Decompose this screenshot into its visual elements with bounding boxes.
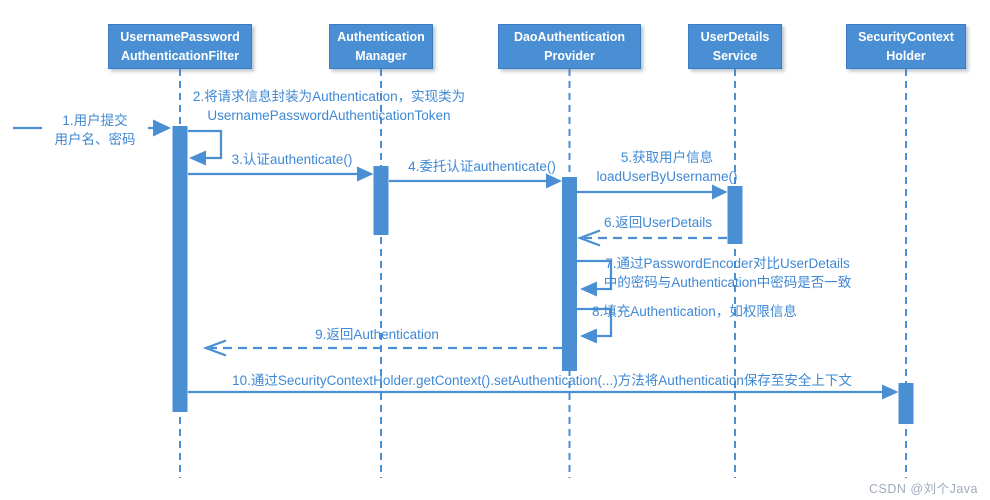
message-8-label: 8.填充Authentication，如权限信息 <box>592 304 797 319</box>
message-8-arrowhead-icon <box>580 328 597 344</box>
message-3-arrowhead-icon <box>357 166 374 182</box>
activation-bar-authentication-manager <box>373 166 389 235</box>
message-8-self-loop <box>577 307 613 338</box>
activation-bar-authentication-filter <box>172 126 188 412</box>
message-2-label: 2.将请求信息封装为Authentication，实现类为 UsernamePa… <box>192 89 466 123</box>
message-7-label: 7.通过PasswordEncoder对比UserDetails 中的密码与Au… <box>603 256 852 290</box>
activation-bar-userdetails-service <box>727 186 743 244</box>
message-7-self-loop <box>577 259 613 291</box>
participant-box-securitycontext-holder: SecurityContext Holder <box>846 24 966 69</box>
message-4-arrowhead-icon <box>546 173 562 189</box>
message-9-arrowhead-icon <box>202 339 227 357</box>
message-10-label: 10.通过SecurityContextHolder.getContext().… <box>232 373 852 388</box>
message-5-arrowhead-icon <box>712 184 728 200</box>
participant-box-username-password-authentication-filter: UsernamePassword AuthenticationFilter <box>108 24 252 69</box>
activation-bar-securitycontext-holder <box>898 383 914 424</box>
message-6-label: 6.返回UserDetails <box>603 215 713 230</box>
message-3-label: 3.认证authenticate() <box>231 152 353 167</box>
activation-bar-dao-authentication-provider <box>562 177 577 371</box>
message-2-self-loop <box>188 129 223 160</box>
message-9-label: 9.返回Authentication <box>315 327 439 342</box>
participant-box-authentication-manager: Authentication Manager <box>329 24 433 69</box>
message-10-arrowhead-icon <box>882 384 899 400</box>
message-5-label: 5.获取用户信息 loadUserByUsername() <box>596 150 738 184</box>
message-1-arrowhead-icon <box>153 119 171 137</box>
message-1-label: 1.用户提交 用户名、密码 <box>42 112 148 150</box>
message-7-arrowhead-icon <box>580 281 597 297</box>
message-2-arrowhead-icon <box>189 150 206 166</box>
message-6-arrowhead-icon <box>576 229 601 247</box>
csdn-watermark: CSDN @刘个Java <box>869 482 978 496</box>
message-4-label: 4.委托认证authenticate() <box>408 159 556 174</box>
participant-box-dao-authentication-provider: DaoAuthentication Provider <box>498 24 641 69</box>
participant-box-userdetails-service: UserDetails Service <box>688 24 782 69</box>
